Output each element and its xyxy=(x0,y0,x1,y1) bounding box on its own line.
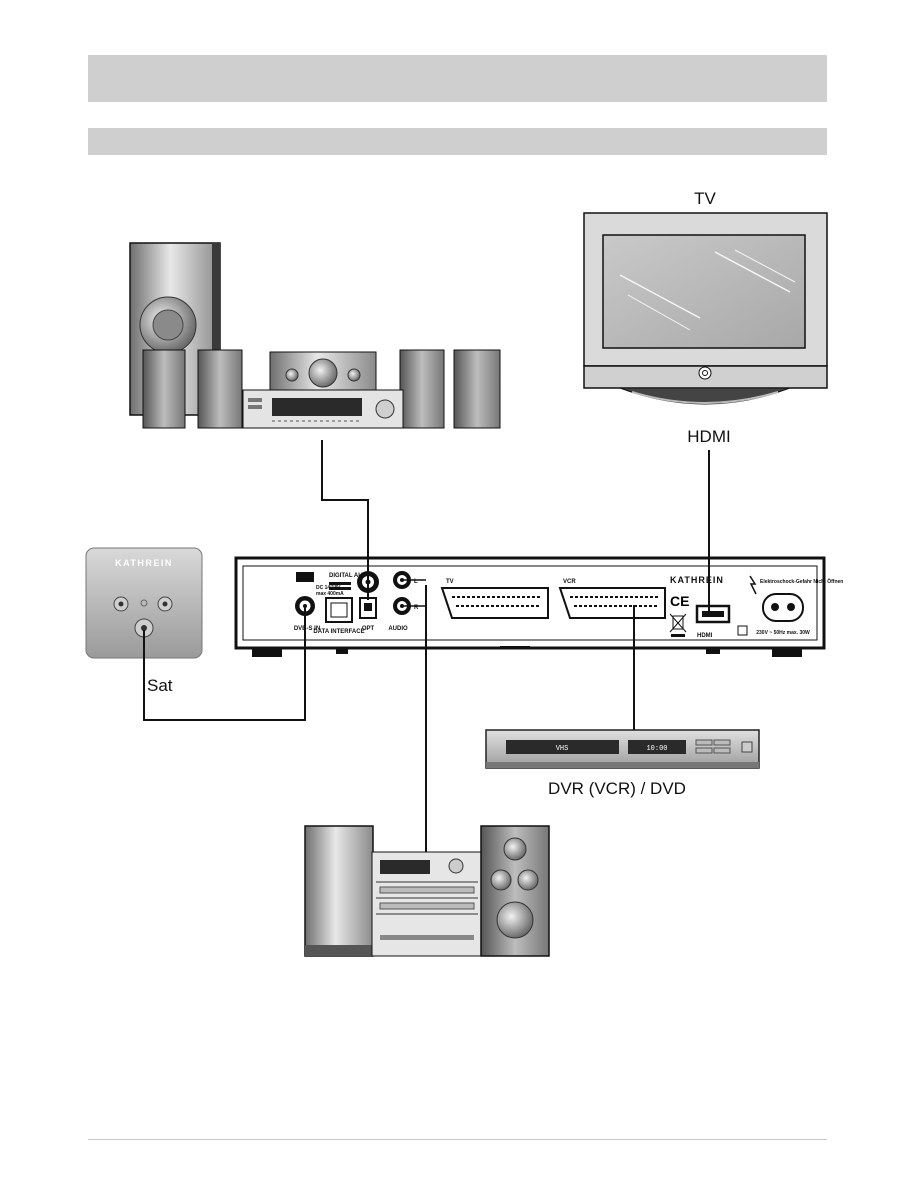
hifi-stereo-system xyxy=(304,825,550,957)
subsection-title-bar xyxy=(88,128,827,155)
receiver-brand: KATHREIN xyxy=(670,575,724,585)
cable-sat xyxy=(143,606,306,721)
lightning-icon xyxy=(749,575,757,595)
front-left-speaker-2 xyxy=(197,349,243,429)
audio-r-label: R xyxy=(414,605,419,611)
av-receiver xyxy=(242,389,404,429)
home-cinema-system xyxy=(129,242,501,429)
power-rating: 230V ~ 50Hz max. 30W xyxy=(756,630,810,636)
ce-mark: CE xyxy=(670,593,689,609)
cable-optical xyxy=(321,440,369,600)
dvd-display-left: VHS xyxy=(556,745,569,753)
audio-l-label: L xyxy=(414,579,418,585)
receiver-rear-panel: DC 14/18V max 400mA DVB-S IN DIGITAL AUD… xyxy=(234,556,843,657)
scart-tv-label: TV xyxy=(446,579,454,585)
dvbs-in-label: DVB-S IN xyxy=(294,626,320,632)
tv xyxy=(583,212,828,405)
center-speaker xyxy=(269,351,377,393)
section-title-bar xyxy=(88,55,827,102)
digital-audio-label: DIGITAL AUDIO xyxy=(329,573,374,579)
svg-text:max 400mA: max 400mA xyxy=(316,591,344,597)
front-right-speaker xyxy=(399,349,445,429)
scart-vcr-label: VCR xyxy=(563,579,576,585)
front-left-speaker xyxy=(142,349,186,429)
socket-brand: KATHREIN xyxy=(115,558,173,568)
power-warning: Elektroschock-Gefahr Nicht Öffnen xyxy=(760,578,843,585)
svg-text:DC 14/18V: DC 14/18V xyxy=(316,585,341,591)
tv-label: TV xyxy=(694,189,716,208)
opt-label: OPT xyxy=(362,626,375,632)
dvd-recorder: VHS 10:00 xyxy=(485,729,760,769)
weee-bin-icon xyxy=(669,613,687,637)
dvd-display-right: 10:00 xyxy=(646,745,667,753)
dvd-label: DVR (VCR) / DVD xyxy=(548,779,686,798)
audio-label: AUDIO xyxy=(388,626,408,632)
satellite-socket: KATHREIN xyxy=(85,547,203,659)
front-right-speaker-2 xyxy=(453,349,501,429)
data-interface-label: DATA INTERFACE xyxy=(313,629,364,635)
hdmi-label: HDMI xyxy=(687,427,730,446)
footer-divider xyxy=(88,1139,827,1140)
cables xyxy=(143,440,710,852)
sat-label: Sat xyxy=(147,676,173,695)
hdmi-port-label: HDMI xyxy=(697,633,713,639)
